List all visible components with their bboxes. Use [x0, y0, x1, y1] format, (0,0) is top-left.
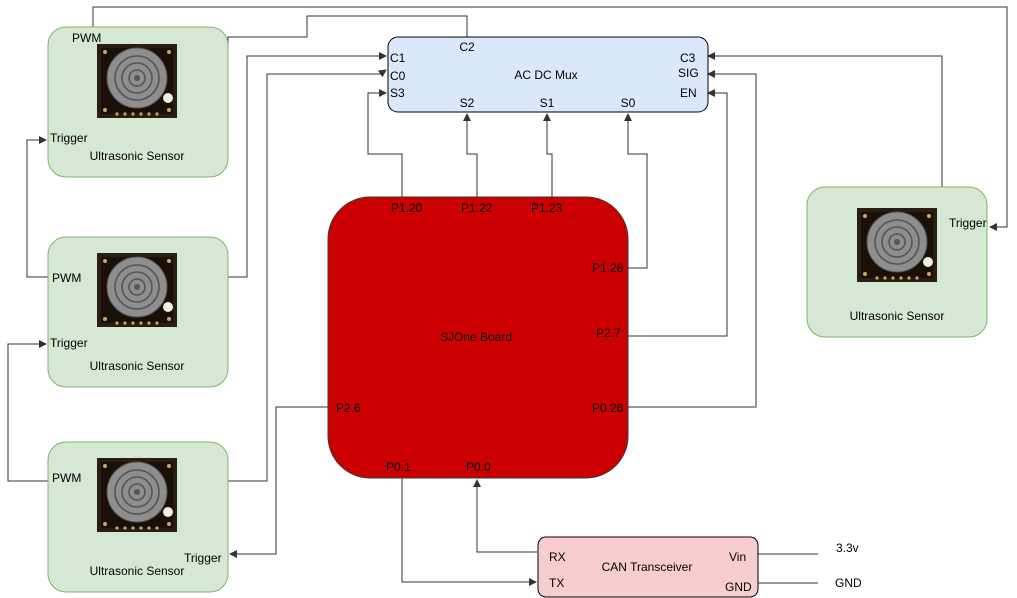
- mux-pin-s2: S2: [460, 96, 475, 110]
- can-transceiver: CAN Transceiver RX TX Vin GND: [537, 536, 759, 598]
- mux-pin-sig: SIG: [678, 66, 699, 80]
- board-pin-p1-20: P1.20: [391, 201, 423, 215]
- sjone-board: SJOne Board P1.20 P1.22 P1.23 P1.28 P2.7…: [327, 196, 629, 479]
- can-pin-rx: RX: [549, 550, 566, 564]
- trigger-label: Trigger: [50, 131, 88, 145]
- ultrasonic-sensor-2: PWM Trigger Ultrasonic Sensor: [47, 236, 229, 388]
- wire-p128-s0: [624, 113, 648, 269]
- sensor-image: [96, 43, 178, 119]
- wire-s2-s1-trigger: [26, 136, 48, 278]
- board-title: SJOne Board: [440, 330, 512, 344]
- power-3v3-label: 3.3v: [836, 541, 859, 555]
- wire-s1-trigger-s4: [92, 6, 1008, 231]
- trigger-label: Trigger: [50, 336, 88, 350]
- ac-dc-mux: AC DC Mux C1 C0 S3 C2 S2 S1 S0 C3 SIG EN: [387, 36, 709, 113]
- board-pin-p2-6: P2.6: [336, 401, 361, 415]
- can-pin-gnd: GND: [725, 580, 752, 594]
- wire-rx-p00: [473, 479, 537, 553]
- wire-s2-pwm-c1: [228, 52, 387, 278]
- wire-p27-en: [628, 89, 728, 337]
- mux-pin-c0: C0: [390, 69, 406, 83]
- pwm-label: PWM: [52, 471, 81, 485]
- pwm-label: PWM: [72, 31, 101, 45]
- mux-pin-c3: C3: [680, 51, 696, 65]
- ultrasonic-sensor-1: PWM Trigger Ultrasonic Sensor: [47, 26, 229, 178]
- board-pin-p0-26: P0.26: [592, 401, 624, 415]
- wire-p026-sig: [628, 70, 757, 408]
- wire-p120-s3: [367, 89, 403, 197]
- mux-pin-en: EN: [680, 86, 697, 100]
- sensor-title: Ultrasonic Sensor: [850, 309, 945, 323]
- sensor-title: Ultrasonic Sensor: [90, 564, 185, 578]
- board-pin-p0-0: P0.0: [466, 460, 491, 474]
- mux-pin-c1: C1: [390, 51, 406, 65]
- sensor-image: [96, 252, 178, 328]
- can-pin-vin: Vin: [729, 550, 746, 564]
- board-pin-p1-22: P1.22: [461, 201, 493, 215]
- mux-pin-c2: C2: [459, 40, 475, 54]
- ultrasonic-sensor-3: PWM Trigger Ultrasonic Sensor: [47, 441, 229, 593]
- mux-pin-s1: S1: [540, 96, 555, 110]
- board-pin-p1-28: P1.28: [592, 261, 624, 275]
- mux-title: AC DC Mux: [514, 68, 577, 82]
- wire-s4-c3: [707, 52, 943, 187]
- mux-pin-s3: S3: [390, 86, 405, 100]
- board-pin-p1-23: P1.23: [531, 201, 563, 215]
- wire-p01-tx: [401, 478, 537, 586]
- board-pin-p2-7: P2.7: [596, 326, 621, 340]
- wire-s3-s2-trigger: [7, 340, 48, 482]
- sensor-title: Ultrasonic Sensor: [90, 359, 185, 373]
- sensor-image: [96, 457, 178, 533]
- can-pin-tx: TX: [549, 576, 564, 590]
- mux-pin-s0: S0: [621, 96, 636, 110]
- wire-s3-pwm-c0: [228, 69, 387, 482]
- sensor-image: [856, 207, 938, 283]
- wire-p123-s1: [543, 113, 553, 197]
- wires: [7, 6, 1008, 586]
- pwm-label: PWM: [52, 271, 81, 285]
- can-title: CAN Transceiver: [602, 560, 693, 574]
- wire-p122-s2: [463, 113, 478, 197]
- trigger-label: Trigger: [184, 551, 222, 565]
- trigger-label: Trigger: [949, 216, 987, 230]
- ultrasonic-sensor-4: Trigger Ultrasonic Sensor: [806, 186, 988, 338]
- wire-p26-s3-trigger: [229, 406, 328, 558]
- board-pin-p0-1: P0.1: [386, 460, 411, 474]
- power-gnd-label: GND: [835, 576, 862, 590]
- sensor-title: Ultrasonic Sensor: [90, 149, 185, 163]
